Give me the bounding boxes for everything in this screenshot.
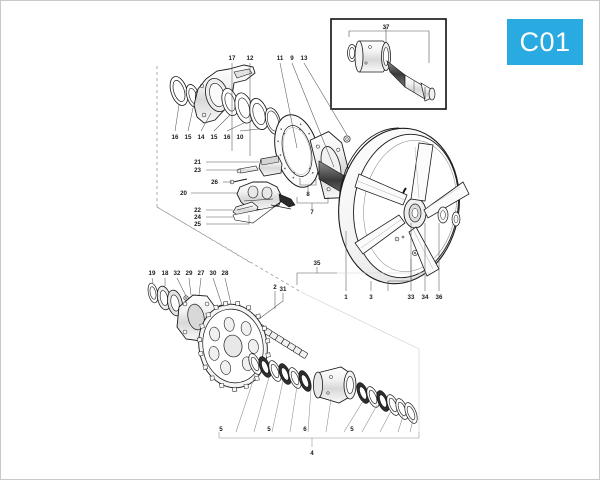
callout-5a: 5	[219, 426, 223, 433]
region-divider-dashed	[156, 66, 302, 293]
callout-leaders-spacers	[174, 104, 260, 132]
callout-10: 10	[237, 134, 244, 141]
callout-6: 6	[303, 426, 307, 433]
callout-labels-carrier: 19 18 32 29 27 30 28	[149, 270, 229, 277]
callout-labels-top: 17 12 11 9 13	[229, 55, 308, 62]
callout-5c: 5	[350, 426, 354, 433]
callout-3: 3	[369, 294, 373, 301]
callout-15a: 15	[185, 134, 192, 141]
callout-5b: 5	[267, 426, 271, 433]
callout-11: 11	[277, 55, 284, 62]
inset-box-37: 37	[330, 18, 447, 110]
callout-12: 12	[247, 55, 254, 62]
callout-9: 9	[290, 55, 294, 62]
callout-labels-hub: 8 7	[306, 192, 314, 216]
caliper-sub-assembly: 21 23 26 20 22 24 25	[180, 155, 296, 228]
wheel-rim	[338, 127, 470, 285]
callout-7: 7	[310, 210, 314, 216]
callout-leaders-carrier	[151, 277, 233, 309]
callout-34: 34	[422, 294, 429, 301]
callout-21: 21	[194, 159, 201, 166]
callout-36: 36	[436, 294, 443, 301]
callout-16a: 16	[172, 134, 179, 141]
region-guides	[300, 272, 431, 432]
callout-17: 17	[229, 55, 236, 62]
callout-4: 4	[310, 450, 314, 457]
callout-22: 22	[194, 207, 201, 214]
callout-20: 20	[180, 190, 187, 197]
callout-leaders-wheel	[345, 223, 440, 291]
callout-labels-wheel: 1 3 33 34 36	[344, 294, 443, 301]
callout-leaders-top	[231, 62, 348, 168]
callout-26: 26	[211, 179, 218, 186]
callout-23: 23	[194, 167, 201, 174]
sheet-code-badge: C01	[507, 19, 583, 65]
rear-sprocket: 31	[196, 286, 287, 392]
callout-2: 2	[273, 284, 277, 291]
callout-31: 31	[280, 286, 287, 293]
callout-19: 19	[149, 270, 156, 277]
callout-16b: 16	[224, 134, 231, 141]
inset-callout-37: 37	[383, 25, 390, 31]
axle-assembly: 5 5 6 5 4	[218, 351, 421, 457]
callout-25: 25	[194, 221, 201, 228]
callout-15b: 15	[211, 134, 218, 141]
callout-14: 14	[198, 134, 205, 141]
callout-35: 35	[314, 260, 321, 267]
callout-28: 28	[222, 270, 229, 277]
callout-8: 8	[306, 192, 310, 198]
callout-29: 29	[186, 270, 193, 277]
callout-27: 27	[198, 270, 205, 277]
callout-13: 13	[301, 55, 308, 62]
callout-18: 18	[162, 270, 169, 277]
callout-leaders-hub	[296, 178, 329, 209]
sheet-code-label: C01	[519, 26, 571, 57]
callout-labels-spacers: 16 15 14 15 16 10	[172, 134, 244, 141]
callout-24: 24	[194, 214, 201, 221]
callout-33: 33	[408, 294, 415, 301]
callout-32: 32	[174, 270, 181, 277]
callout-1: 1	[344, 294, 348, 301]
callout-30: 30	[210, 270, 217, 277]
